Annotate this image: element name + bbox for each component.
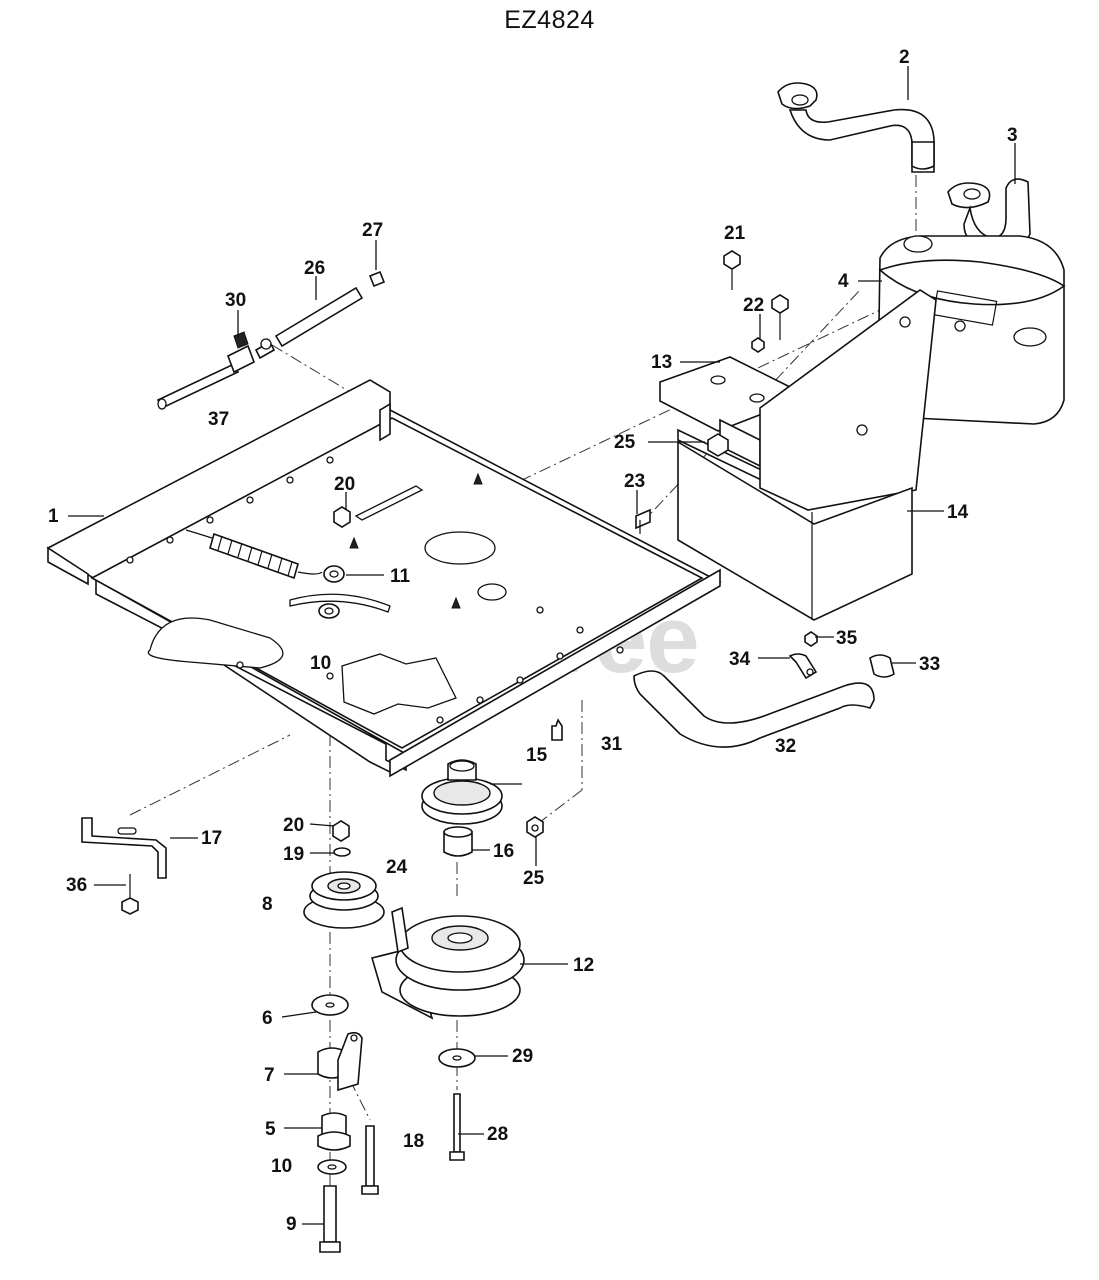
- callout-4[interactable]: 4: [838, 271, 849, 292]
- callout-2[interactable]: 2: [899, 47, 910, 68]
- callout-20-lower[interactable]: 20: [283, 815, 305, 836]
- part-idler-pulley-8: [303, 871, 385, 929]
- part-cap-33: [869, 654, 895, 678]
- callout-11[interactable]: 11: [390, 566, 411, 587]
- part-clutch-12: [370, 906, 525, 1020]
- callout-25-lower[interactable]: 25: [523, 868, 545, 889]
- callout-33[interactable]: 33: [919, 654, 941, 675]
- callout-26[interactable]: 26: [304, 258, 326, 279]
- callout-8[interactable]: 8: [262, 894, 273, 915]
- part-idler-arm-7: [317, 1031, 363, 1092]
- callout-21[interactable]: 21: [724, 223, 746, 244]
- callout-22[interactable]: 22: [743, 295, 765, 316]
- part-nut-25b: [526, 816, 544, 838]
- part-washer-10b: [317, 1159, 347, 1175]
- callout-37[interactable]: 37: [208, 409, 230, 430]
- part-clamp-27: [368, 270, 386, 288]
- part-nut-25a: [707, 433, 729, 457]
- callout-15[interactable]: 15: [526, 745, 548, 766]
- part-nut-21: [723, 250, 741, 290]
- part-washer-6: [311, 994, 349, 1016]
- callout-7[interactable]: 7: [264, 1065, 275, 1086]
- part-main-plate-1: [46, 379, 722, 778]
- part-washer-29: [438, 1048, 476, 1068]
- callout-32[interactable]: 32: [775, 736, 797, 757]
- part-valve-30: [226, 331, 276, 374]
- callout-24[interactable]: 24: [386, 857, 408, 878]
- callout-3[interactable]: 3: [1007, 125, 1018, 146]
- part-bolt-9: [319, 1185, 341, 1253]
- callout-10-lower[interactable]: 10: [271, 1156, 293, 1177]
- callout-29[interactable]: 29: [512, 1046, 534, 1067]
- callout-34[interactable]: 34: [729, 649, 751, 670]
- callout-13[interactable]: 13: [651, 352, 673, 373]
- callout-16[interactable]: 16: [493, 841, 515, 862]
- callout-10-upper[interactable]: 10: [310, 653, 332, 674]
- callout-6[interactable]: 6: [262, 1008, 273, 1029]
- part-pulley-15: [421, 759, 503, 825]
- callout-9[interactable]: 9: [286, 1214, 297, 1235]
- part-spacer-16: [443, 826, 473, 857]
- callout-28[interactable]: 28: [487, 1124, 509, 1145]
- part-bolt-22: [751, 294, 789, 353]
- leader-lines: [68, 66, 1016, 1225]
- callout-18[interactable]: 18: [403, 1131, 425, 1152]
- callout-30[interactable]: 30: [225, 290, 247, 311]
- callout-35[interactable]: 35: [836, 628, 858, 649]
- part-fuel-line-37: [156, 362, 240, 410]
- callout-19[interactable]: 19: [283, 844, 305, 865]
- part-bolt-28: [449, 1093, 465, 1161]
- callout-36[interactable]: 36: [66, 875, 88, 896]
- callout-1[interactable]: 1: [48, 506, 59, 527]
- part-hose-26: [260, 286, 364, 350]
- part-stud-31: [551, 718, 563, 741]
- callout-17[interactable]: 17: [201, 828, 223, 849]
- part-clamp-34: [788, 653, 818, 680]
- part-exhaust-pipe-2: [777, 82, 935, 173]
- part-heat-shield-14: [677, 289, 937, 621]
- part-screw-35: [804, 631, 818, 647]
- part-nut-20a: [333, 506, 351, 528]
- part-nut-20b: [332, 820, 350, 842]
- part-bolt-23: [635, 508, 651, 534]
- callout-25-upper[interactable]: 25: [614, 432, 636, 453]
- diagram-title: EZ4824: [504, 6, 595, 34]
- part-washer-19: [333, 847, 351, 857]
- part-bushing-5: [317, 1112, 351, 1151]
- part-rod-17: [81, 817, 167, 879]
- callout-31[interactable]: 31: [601, 734, 623, 755]
- callout-5[interactable]: 5: [265, 1119, 276, 1140]
- part-exhaust-elbow-3: [947, 178, 1031, 245]
- part-spring-11: [185, 529, 345, 583]
- part-bolt-36: [121, 874, 139, 915]
- callout-12[interactable]: 12: [573, 955, 595, 976]
- callout-20-upper[interactable]: 20: [334, 474, 356, 495]
- callout-23[interactable]: 23: [624, 471, 646, 492]
- callout-14[interactable]: 14: [947, 502, 969, 523]
- part-bolt-18: [361, 1125, 379, 1195]
- part-hose-32: [633, 670, 875, 748]
- callout-27[interactable]: 27: [362, 220, 384, 241]
- part-washer-10a: [318, 603, 340, 619]
